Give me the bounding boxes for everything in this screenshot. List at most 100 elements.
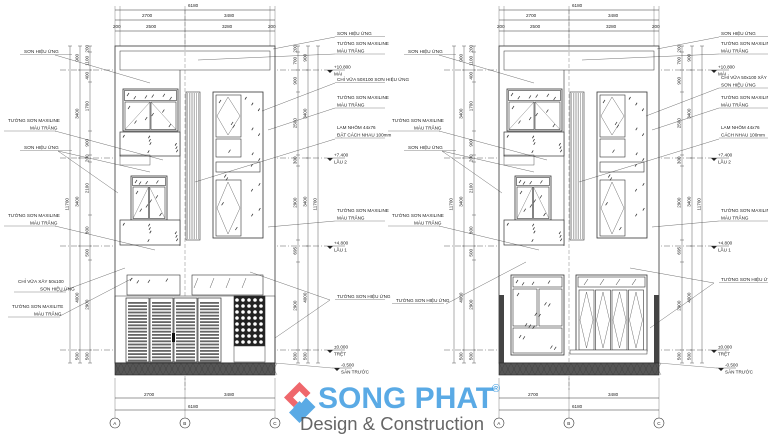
glass-reflection-mark (532, 325, 535, 329)
material-label-right: LAM NHÔM 44x76 (337, 124, 376, 130)
dim-total: 6180 (572, 404, 583, 409)
glass-reflection-mark (144, 116, 148, 121)
gate-slat (152, 337, 171, 339)
dim-vertical-value: 500 (677, 352, 682, 360)
gate-slat (128, 321, 147, 323)
transom-glass-line (241, 277, 247, 289)
label-leader (261, 82, 336, 112)
level-name: LẦU 1 (718, 247, 731, 253)
gate-slat (176, 337, 195, 339)
lattice-hole (247, 310, 251, 314)
material-label-right: TƯỜNG SƠN HIỆU ỨNG (337, 292, 391, 299)
dim-vertical-value: 200 (469, 154, 474, 162)
window-opening-line (150, 101, 177, 130)
lattice-hole (253, 334, 257, 338)
wall-texture-mark (148, 223, 151, 227)
lattice-hole (253, 322, 257, 326)
dim-vertical-value: 11700 (449, 198, 454, 211)
hatch (138, 362, 146, 376)
label-leader (267, 220, 336, 228)
hatch (528, 362, 536, 376)
hatch (264, 362, 272, 376)
dim-vertical-value: 2100 (85, 183, 90, 194)
dim-vertical-value: 400 (85, 71, 90, 79)
pillar-left (499, 295, 504, 363)
gate-slat (176, 340, 195, 343)
gate-slat (176, 356, 195, 359)
gate-slat (152, 340, 171, 343)
label-leader (59, 277, 134, 317)
wall-texture-mark (641, 108, 644, 112)
level-name: TRỆT (718, 350, 730, 357)
transom-glass-line (209, 277, 215, 289)
glass-reflection-mark (602, 99, 606, 104)
dim-vertical-value: 200 (677, 44, 682, 52)
level-name: MÁI (334, 71, 342, 77)
grid-label: C (657, 421, 661, 426)
gate-slat (200, 353, 219, 355)
wall-texture-mark (147, 150, 150, 154)
gate-slat (152, 324, 171, 327)
tall-window-right (596, 91, 648, 239)
wall-texture-mark (251, 102, 254, 106)
hatch (624, 362, 632, 376)
label-leader (57, 150, 119, 194)
window-sash (149, 186, 166, 219)
dim-vertical-value: 300 (677, 156, 682, 164)
label-leader (274, 299, 331, 339)
hatch (216, 362, 224, 376)
logo-red-stroke (284, 382, 311, 407)
level-triangle-icon (711, 70, 717, 73)
gate-slat (152, 302, 171, 304)
dim-vertical-value: 800 (469, 226, 474, 234)
gate-slat (128, 337, 147, 339)
glass-reflection-mark (535, 94, 539, 98)
gate-slat (152, 311, 171, 314)
dim-vertical-value: 500 (687, 352, 692, 360)
label-leader (441, 150, 503, 194)
hatch (648, 362, 656, 376)
level-value: +4.800 (718, 241, 733, 246)
hatch (180, 362, 188, 376)
grid-bubble (563, 417, 575, 429)
material-label-left: MÀU TRẮNG (34, 310, 62, 317)
label-leader (438, 225, 540, 251)
material-label-left: CHỈ VỮA XÂY 50x100 (18, 278, 64, 284)
gate-slat (176, 359, 195, 362)
dim-vertical-value: 3400 (459, 196, 464, 207)
level-triangle-icon (711, 246, 717, 249)
gate-slat (176, 321, 195, 323)
ledge (503, 154, 535, 166)
gate-slat (128, 318, 147, 320)
pillar-right (654, 295, 659, 363)
wall-texture-mark (258, 182, 261, 186)
window-frame (514, 175, 552, 221)
wall-texture-mark (258, 207, 261, 211)
gate-slat (200, 321, 219, 323)
hatch (222, 362, 230, 376)
hatch (228, 362, 236, 376)
label-leader (59, 267, 126, 293)
glass-reflection-mark (138, 181, 142, 185)
dim-vertical-value: 1100 (469, 55, 474, 65)
dim-vertical-value: 500 (469, 352, 474, 360)
dim-total: 6180 (188, 404, 199, 409)
gate-slat (200, 334, 219, 336)
dim-total: 6180 (572, 3, 583, 8)
glass-reflection-mark (518, 179, 522, 184)
window-opening-line (508, 101, 535, 130)
dim-vertical-value: 700 (677, 56, 682, 64)
label-leader (578, 138, 720, 183)
dim-sub: 200 (268, 24, 276, 29)
window-floor-2 (514, 175, 552, 221)
gate-slat (176, 350, 195, 352)
window-transom (124, 90, 177, 101)
tall-window-right (212, 91, 264, 239)
lattice-hole (235, 328, 239, 332)
material-label-right: MÀU TRẮNG (337, 214, 365, 221)
gate-slat (128, 327, 147, 330)
wall-texture-mark (532, 227, 535, 230)
level-name: MÁI (718, 71, 726, 77)
level-value: -0.500 (341, 363, 354, 368)
